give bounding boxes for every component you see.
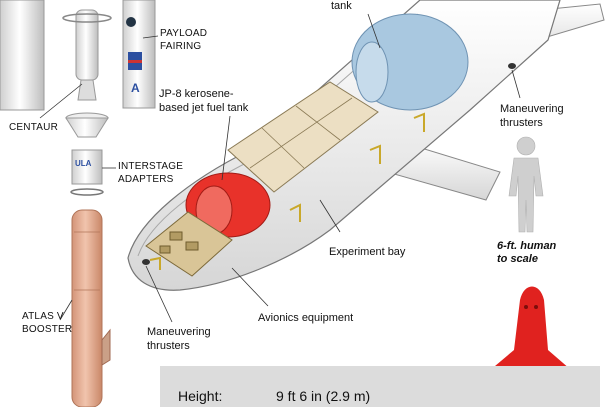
- jp8-label-line2: based jet fuel tank: [159, 102, 249, 114]
- payload-fairing-right: A: [122, 0, 156, 109]
- svg-text:A: A: [131, 81, 140, 95]
- atlas-booster-label-line1: ATLAS V: [22, 311, 64, 322]
- maneuvering-thrusters-left-line1: Maneuvering: [147, 326, 211, 338]
- payload-fairing-label-line2: FAIRING: [160, 41, 202, 52]
- human-scale-label-line2: to scale: [497, 253, 538, 265]
- centaur-adapter-cone: [65, 112, 109, 138]
- avionics-label: Avionics equipment: [258, 312, 354, 324]
- experiment-bay-label: Experiment bay: [329, 246, 406, 258]
- thruster-markers: [142, 63, 516, 265]
- rocket-leader-lines: [39, 35, 159, 321]
- centaur-stage: [62, 9, 112, 101]
- payload-fairing-left: [0, 0, 45, 111]
- maneuvering-thrusters-left-line2: thrusters: [147, 340, 190, 352]
- specs-panel: [160, 366, 600, 407]
- human-silhouette: [508, 136, 544, 233]
- plane-leader-lines: [145, 13, 521, 323]
- interstage-label-line1: INTERSTAGE: [118, 161, 184, 172]
- height-value: 9 ft 6 in (2.9 m): [276, 388, 371, 404]
- human-scale-label-line1: 6-ft. human: [497, 240, 557, 252]
- experiment-bay: [227, 81, 425, 222]
- jet-fuel-tank: [185, 172, 271, 238]
- height-label: Height:: [178, 388, 223, 404]
- svg-text:ULA: ULA: [75, 159, 92, 168]
- maneuvering-thrusters-right-line1: Maneuvering: [500, 103, 564, 115]
- atlas-v-booster: [71, 209, 111, 408]
- spaceplane: [127, 0, 605, 291]
- interstage-label-line2: ADAPTERS: [118, 174, 174, 185]
- payload-fairing-label-line1: PAYLOAD: [160, 28, 208, 39]
- centaur-label: CENTAUR: [9, 122, 58, 133]
- jp8-label-line1: JP-8 kerosene-: [159, 88, 234, 100]
- interstage-adapters: ULA: [70, 149, 104, 196]
- oxidizer-tank: [351, 13, 469, 111]
- tank-label: tank: [331, 0, 352, 12]
- atlas-booster-label-line2: BOOSTER: [22, 324, 73, 335]
- maneuvering-thrusters-right-line2: thrusters: [500, 117, 543, 129]
- avionics-equipment: [145, 211, 233, 277]
